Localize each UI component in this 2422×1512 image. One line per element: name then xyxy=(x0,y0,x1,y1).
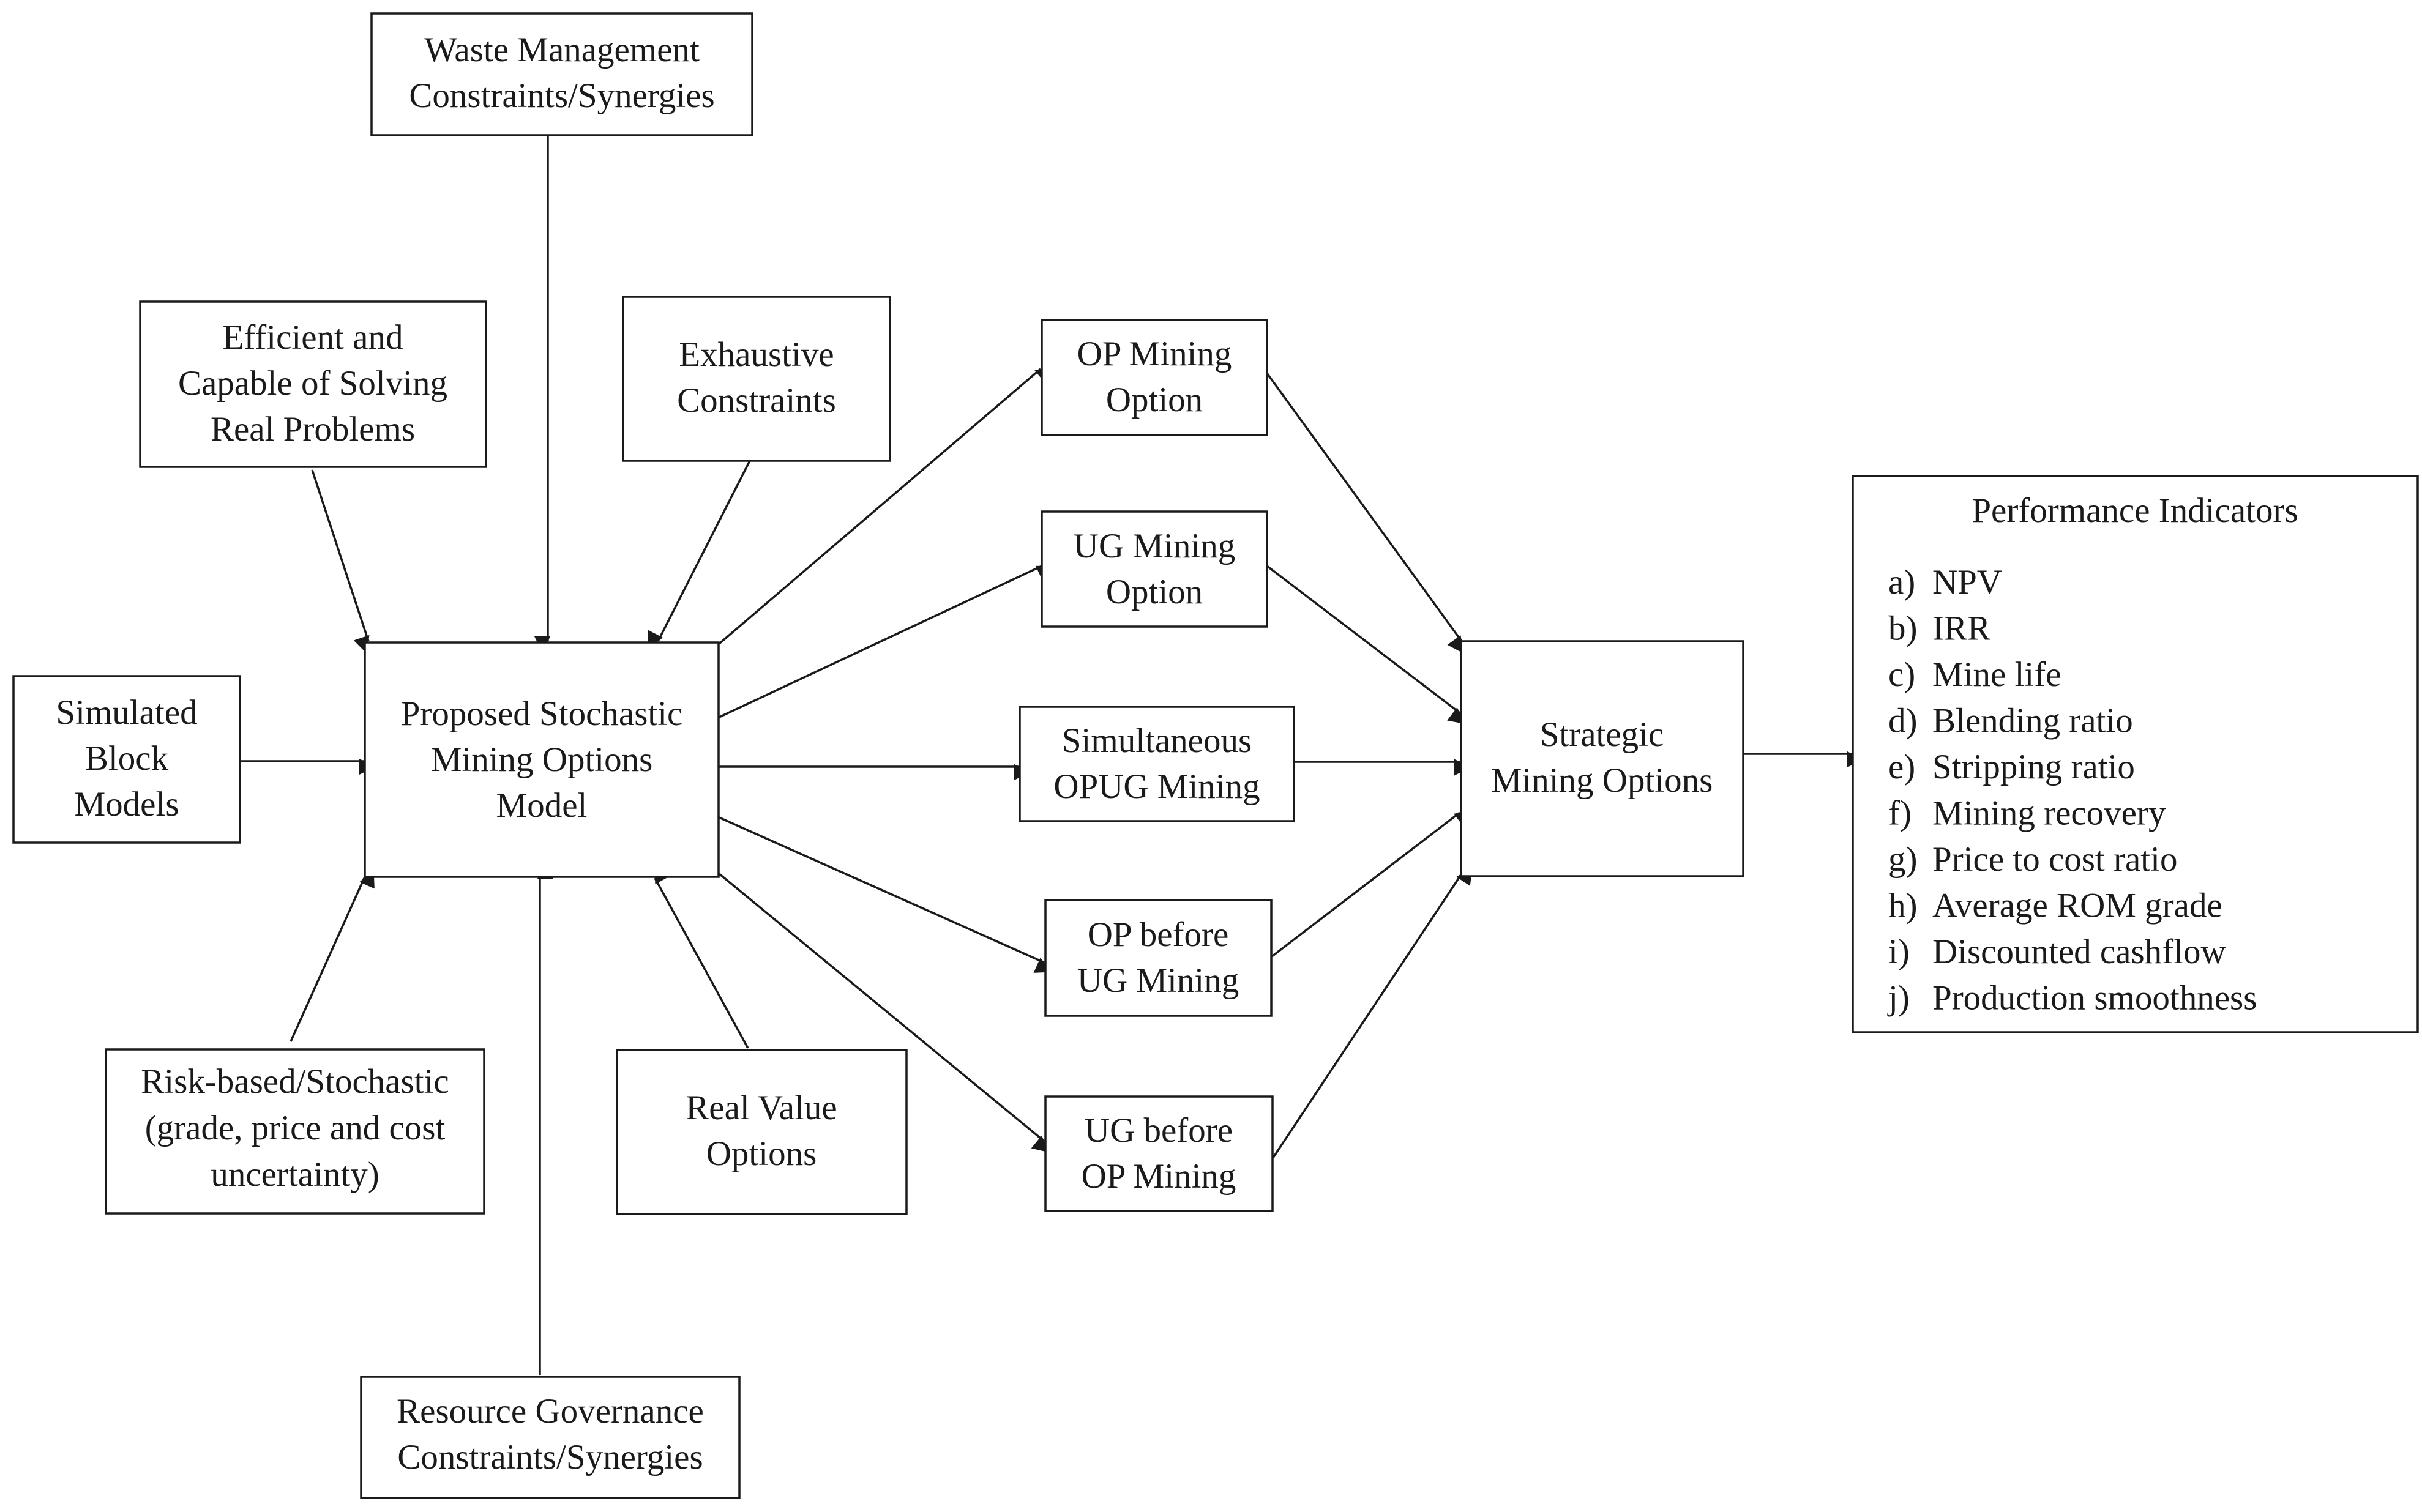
node-label: Exhaustive xyxy=(679,335,834,374)
arrow-ug-before-op-to-strategic xyxy=(1272,867,1473,1158)
node-label: Mining Options xyxy=(1491,761,1713,800)
node-label: Strategic xyxy=(1540,715,1664,754)
node-label: OP before xyxy=(1088,915,1229,954)
node-label: Real Value xyxy=(686,1089,837,1127)
indicator-item: Mine life xyxy=(1932,655,2061,694)
node-label: UG before xyxy=(1085,1111,1233,1150)
indicator-letter: i) xyxy=(1888,933,1910,971)
exhaustive-constraints-node: Exhaustive Constraints xyxy=(622,296,891,462)
arrow-op-mining-to-strategic xyxy=(1266,372,1464,654)
arrow-model-to-ug-before-op xyxy=(718,873,1050,1153)
arrow-op-before-ug-to-strategic xyxy=(1271,810,1472,958)
performance-list: a) NPV b) IRR c) Mine life d) Blending ratio e) S… xyxy=(1887,563,2257,1018)
resource-governance-node: Resource Governance Constraints/Synergie… xyxy=(360,1376,741,1499)
indicator-item: Average ROM grade xyxy=(1932,887,2222,925)
indicator-item: Production smoothness xyxy=(1932,979,2257,1018)
node-label: OP Mining xyxy=(1082,1157,1236,1196)
indicator-item: IRR xyxy=(1932,609,1990,648)
indicator-letter: g) xyxy=(1888,840,1917,879)
connector-arrows xyxy=(241,136,1863,1375)
node-label: Waste Management xyxy=(424,31,700,69)
performance-indicators-node: Performance Indicators a) NPV b) IRR c) Mine … xyxy=(1852,475,2419,1033)
indicator-item: Price to cost ratio xyxy=(1932,840,2177,879)
arrow-real-value-to-model xyxy=(654,865,749,1049)
node-label: Simulated xyxy=(56,693,197,732)
simultaneous-opug-node: Simultaneous OPUG Mining xyxy=(1019,706,1295,822)
ug-mining-option-node: UG Mining Option xyxy=(1041,510,1268,628)
indicator-letter: e) xyxy=(1888,748,1915,786)
node-label: Simultaneous xyxy=(1062,721,1252,760)
indicator-letter: j) xyxy=(1887,979,1910,1018)
node-label: Efficient and xyxy=(223,318,403,357)
node-label: Constraints xyxy=(677,381,836,420)
node-label: OPUG Mining xyxy=(1053,767,1260,806)
node-label: (grade, price and cost xyxy=(145,1109,446,1147)
node-label: UG Mining xyxy=(1077,961,1239,1000)
node-label: Proposed Stochastic xyxy=(401,695,683,733)
arrow-exhaustive-to-model xyxy=(648,460,751,649)
indicator-letter: d) xyxy=(1888,702,1917,740)
arrow-model-to-ug-mining xyxy=(719,565,1055,718)
arrow-model-to-op-before-ug xyxy=(719,816,1052,973)
node-label: Block xyxy=(85,739,169,778)
waste-management-node: Waste Management Constraints/Synergies xyxy=(370,12,753,136)
node-label: Option xyxy=(1106,573,1203,611)
indicator-item: NPV xyxy=(1932,563,2002,601)
node-label: Risk-based/Stochastic xyxy=(141,1062,449,1101)
node-label: Resource Governance xyxy=(397,1392,704,1431)
arrow-efficient-to-model xyxy=(311,469,370,654)
indicator-letter: c) xyxy=(1888,655,1915,694)
node-label: Mining Options xyxy=(431,740,653,779)
indicator-item: Blending ratio xyxy=(1932,702,2133,740)
real-value-options-node: Real Value Options xyxy=(616,1049,908,1215)
node-label: Models xyxy=(75,785,179,824)
op-mining-option-node: OP Mining Option xyxy=(1041,319,1268,436)
indicator-letter: b) xyxy=(1888,609,1917,648)
node-label: OP Mining xyxy=(1077,335,1232,373)
indicator-item: Mining recovery xyxy=(1932,794,2166,833)
strategic-mining-options-node: Strategic Mining Options xyxy=(1460,640,1744,877)
node-label: Capable of Solving xyxy=(178,364,447,403)
proposed-model-node: Proposed Stochastic Mining Options Model xyxy=(364,641,720,878)
arrow-model-to-op-mining xyxy=(718,366,1053,645)
node-label: uncertainty) xyxy=(211,1155,379,1194)
efficient-solving-node: Efficient and Capable of Solving Real Pr… xyxy=(139,300,487,468)
node-label: Model xyxy=(496,786,588,825)
indicator-item: Discounted cashflow xyxy=(1932,933,2226,971)
node-label: Constraints/Synergies xyxy=(397,1438,703,1477)
node-label: Options xyxy=(706,1134,817,1173)
node-label: Constraints/Synergies xyxy=(409,76,714,115)
ug-before-op-node: UG before OP Mining xyxy=(1044,1095,1274,1212)
indicator-letter: a) xyxy=(1888,563,1915,601)
risk-based-stochastic-node: Risk-based/Stochastic (grade, price and … xyxy=(105,1048,485,1215)
arrow-ug-mining-to-strategic xyxy=(1266,565,1465,724)
indicator-item: Stripping ratio xyxy=(1932,748,2135,786)
indicator-letter: h) xyxy=(1888,887,1917,925)
indicator-letter: f) xyxy=(1888,794,1912,833)
performance-title: Performance Indicators xyxy=(1972,491,2298,530)
node-label: Real Problems xyxy=(211,410,415,449)
node-label: UG Mining xyxy=(1074,527,1235,565)
node-label: Option xyxy=(1106,381,1203,419)
op-before-ug-node: OP before UG Mining xyxy=(1044,899,1273,1017)
arrow-risk-to-model xyxy=(290,870,375,1042)
simulated-block-models-node: Simulated Block Models xyxy=(12,675,241,844)
